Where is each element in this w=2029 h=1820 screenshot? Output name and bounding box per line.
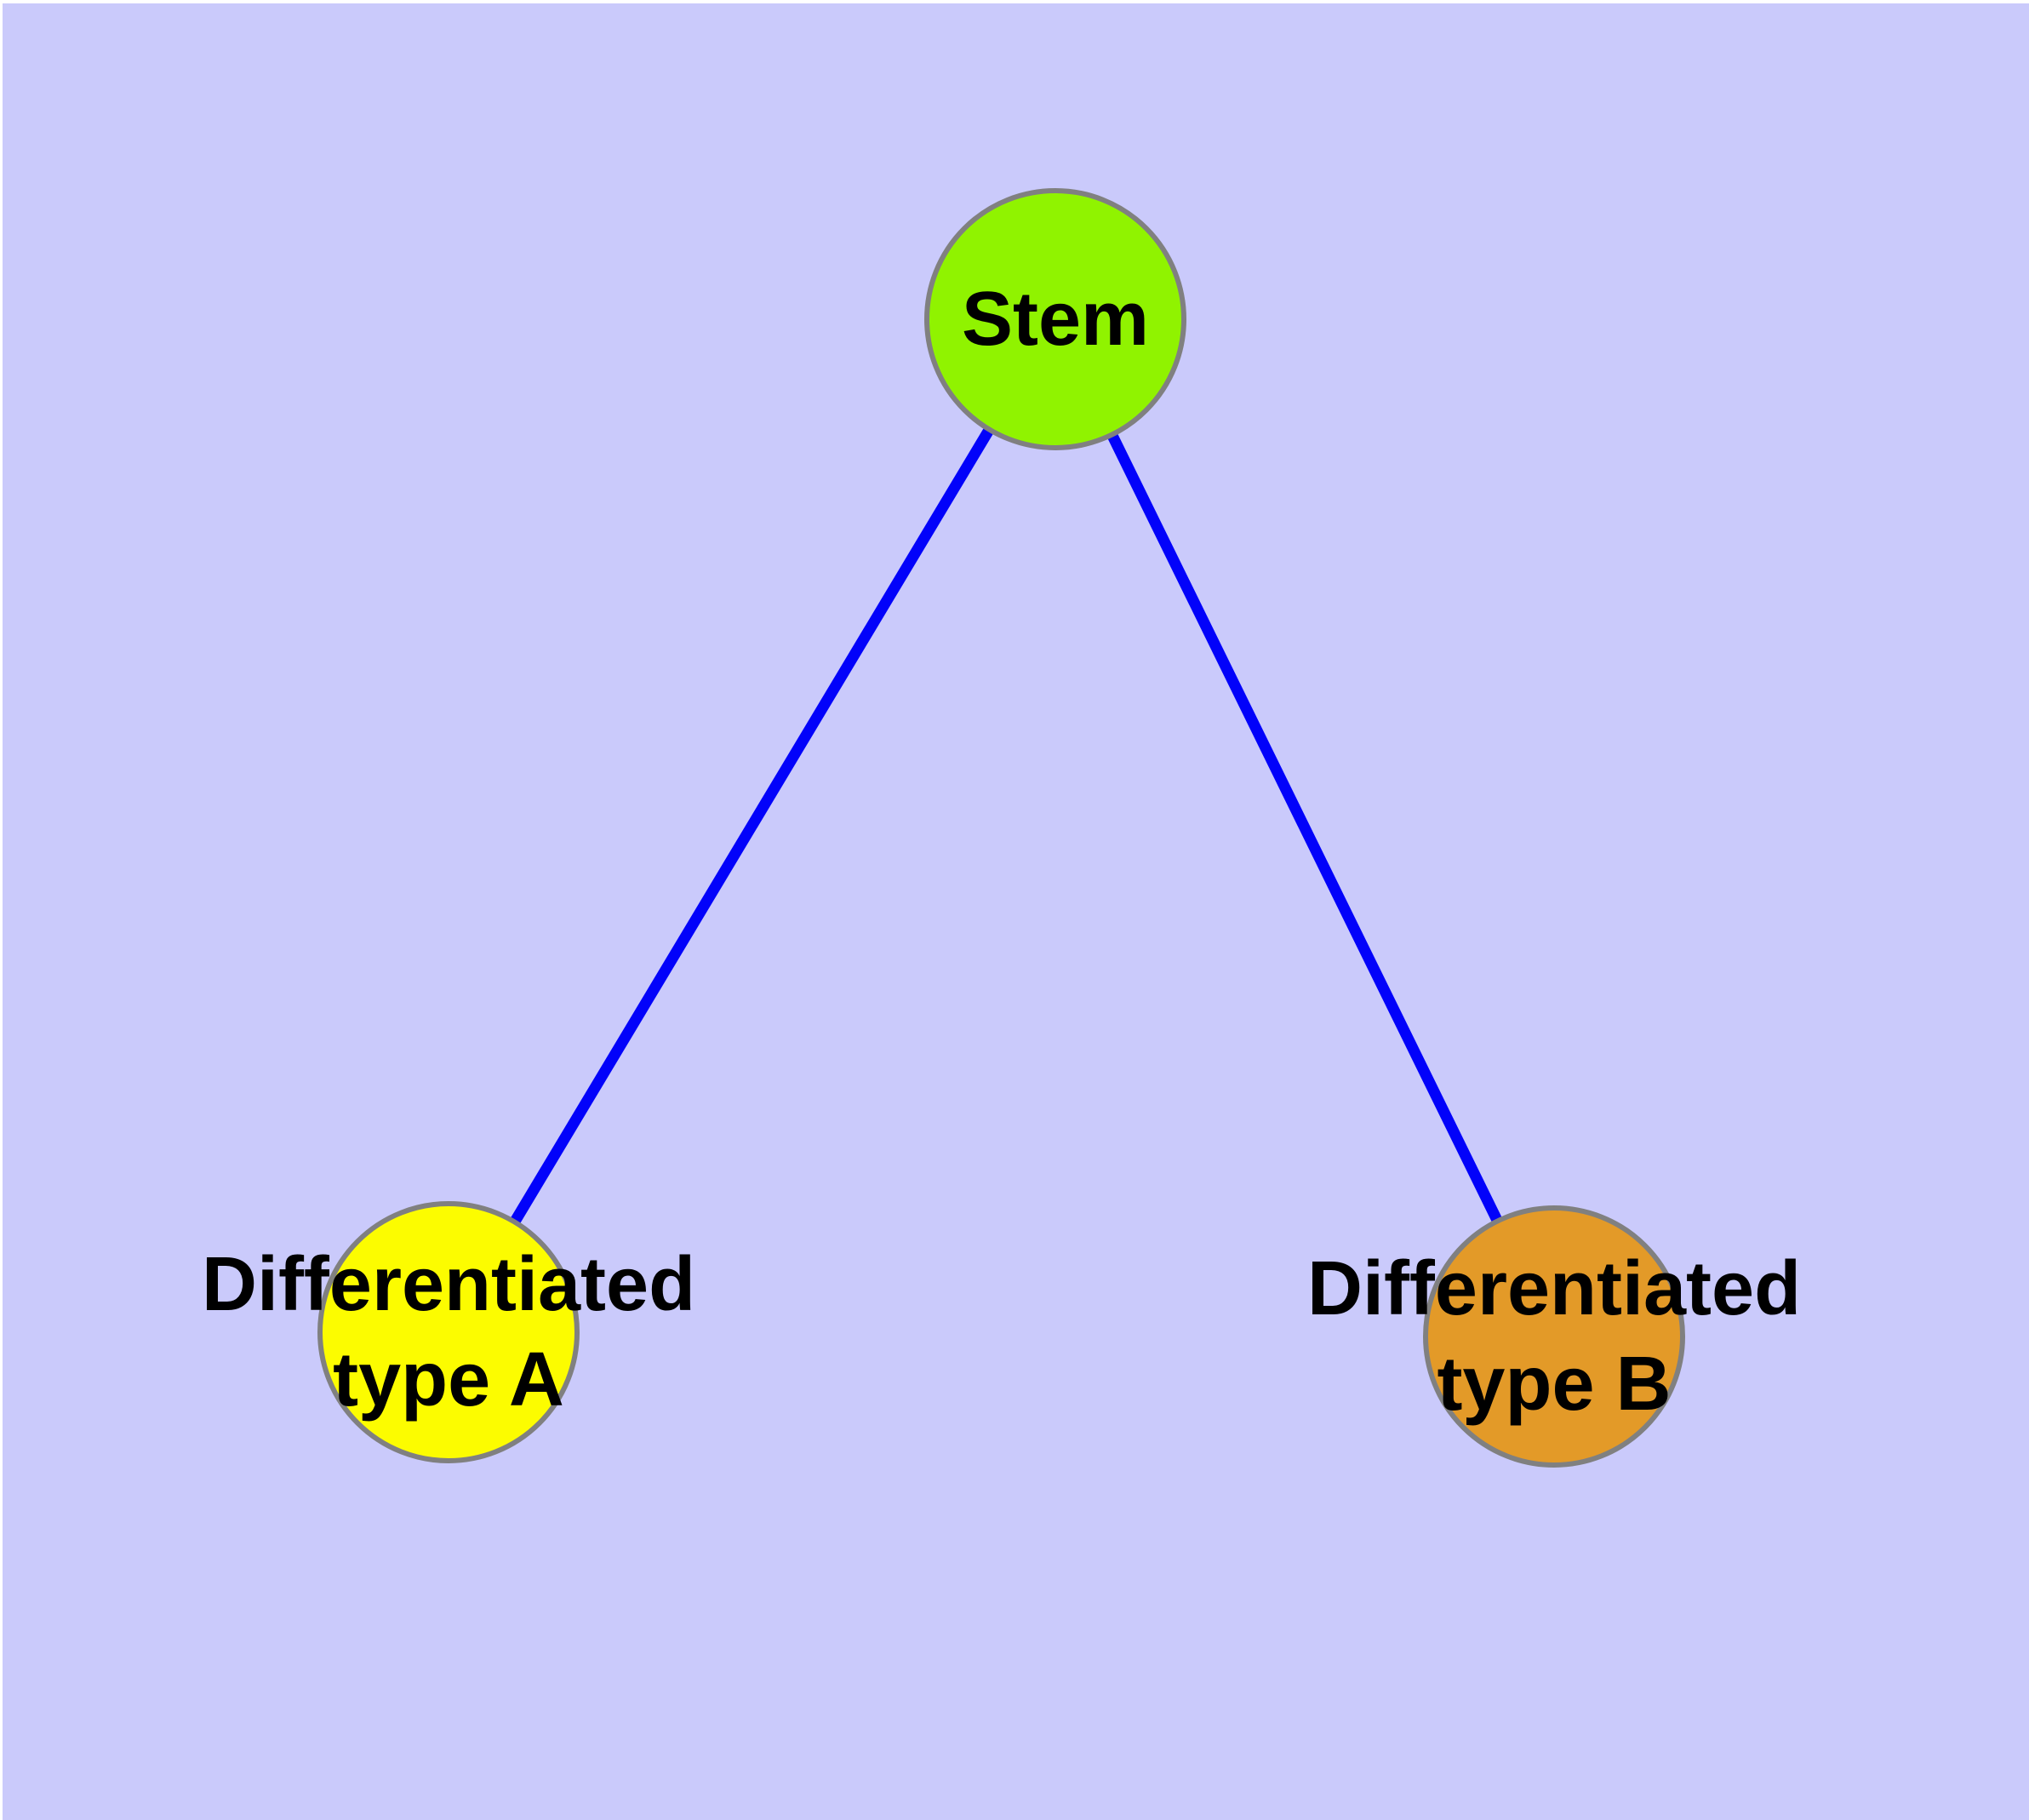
diagram-canvas: Stem Differentiated type A Differentiate… <box>3 3 2029 1820</box>
node-differentiated-type-b-label: Differentiated type B <box>1306 1246 1802 1427</box>
edge-stem-to-type-b <box>1049 313 1560 1342</box>
node-stem[interactable] <box>924 188 1186 450</box>
node-differentiated-type-a[interactable] <box>317 1201 580 1463</box>
node-differentiated-type-a-label: Differentiated type A <box>201 1242 696 1422</box>
edge-layer <box>443 313 1560 1342</box>
edge-stem-to-type-a <box>443 313 1061 1338</box>
node-stem-label: Stem <box>961 277 1150 362</box>
node-differentiated-type-b[interactable] <box>1423 1205 1685 1468</box>
